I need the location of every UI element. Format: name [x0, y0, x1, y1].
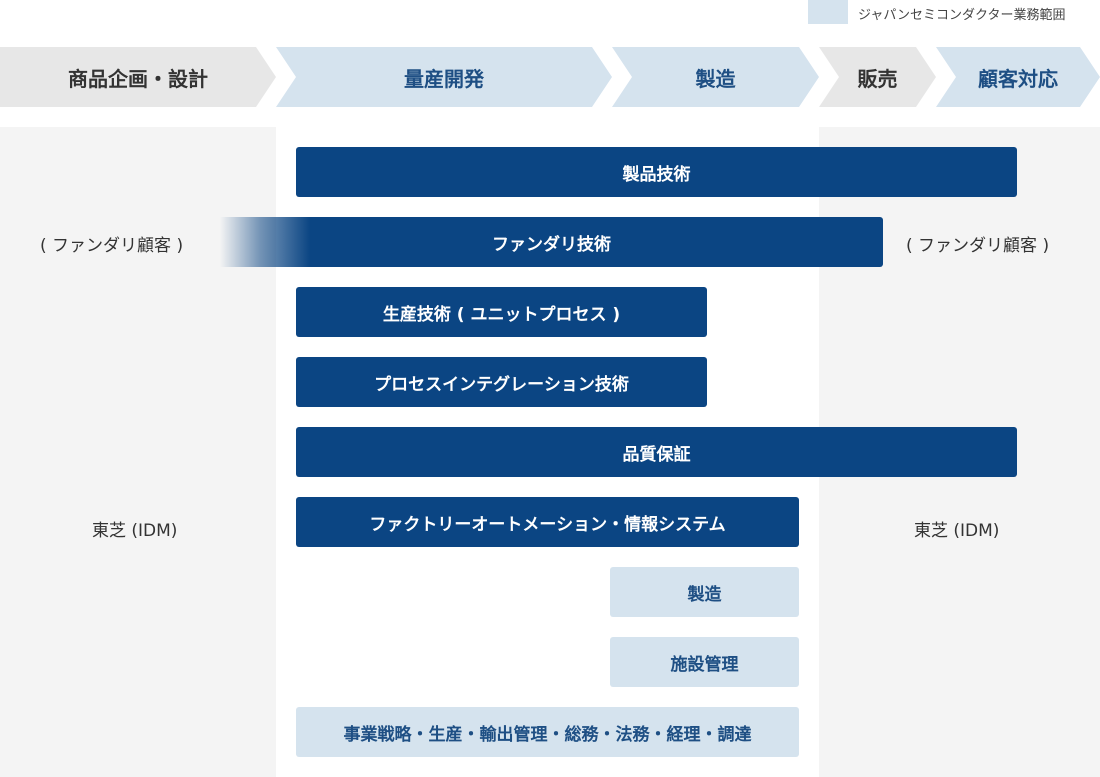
bar-foundry-technology: ファンダリ技術 [220, 217, 883, 267]
legend-swatch [808, 0, 848, 24]
bar-quality-assurance: 品質保証 [296, 427, 1017, 477]
stage-customer-support: 顧客対応 [936, 47, 1100, 107]
legend-label: ジャパンセミコンダクター業務範囲 [858, 8, 1066, 23]
stage-manufacturing: 製造 [612, 47, 819, 107]
bar-label: ファクトリーオートメーション・情報システム [369, 514, 726, 535]
toshiba-left-label: 東芝 (IDM) [92, 521, 178, 541]
bar-label: 製造 [687, 584, 722, 605]
bar-label: ファンダリ技術 [492, 234, 611, 255]
bar-label: プロセスインテグレーション技術 [374, 374, 629, 395]
bar-label: 生産技術 ( ユニットプロセス ) [382, 304, 621, 325]
stage-label: 顧客対応 [978, 66, 1058, 91]
stage-mass-production-dev: 量産開発 [276, 47, 612, 107]
stage-label: 量産開発 [404, 66, 484, 91]
bar-label: 事業戦略・生産・輸出管理・総務・法務・経理・調達 [343, 724, 752, 745]
bar-factory-automation: ファクトリーオートメーション・情報システム [296, 497, 799, 547]
bar-manufacturing: 製造 [610, 567, 799, 617]
bar-product-technology: 製品技術 [296, 147, 1017, 197]
stage-product-planning: 商品企画・設計 [0, 47, 276, 107]
bar-label: 製品技術 [622, 164, 691, 185]
stage-label: 商品企画・設計 [68, 66, 208, 91]
bar-production-technology: 生産技術 ( ユニットプロセス ) [296, 287, 707, 337]
foundry-customer-left-label: ( ファンダリ顧客 ) [40, 236, 184, 256]
toshiba-right-label: 東芝 (IDM) [914, 521, 1000, 541]
bar-label: 品質保証 [622, 444, 691, 465]
stage-label: 販売 [857, 66, 898, 91]
bar-business-administration: 事業戦略・生産・輸出管理・総務・法務・経理・調達 [296, 707, 799, 757]
bar-label: 施設管理 [670, 654, 739, 675]
bar-process-integration: プロセスインテグレーション技術 [296, 357, 707, 407]
stage-sales: 販売 [819, 47, 936, 107]
stage-label: 製造 [695, 66, 736, 91]
foundry-customer-right-label: ( ファンダリ顧客 ) [906, 236, 1050, 256]
bar-facility-management: 施設管理 [610, 637, 799, 687]
